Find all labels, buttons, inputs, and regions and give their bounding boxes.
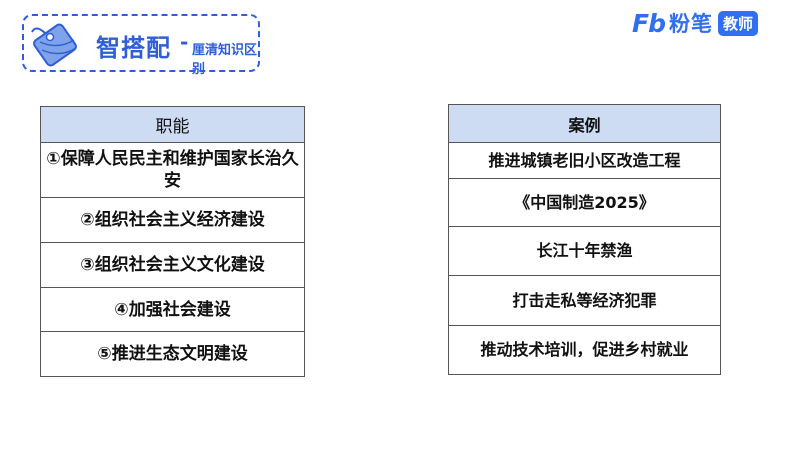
function-row-2: ②组织社会主义经济建设: [41, 198, 304, 243]
function-row-1: ①保障人民民主和维护国家长治久安: [41, 143, 304, 198]
case-row-2: 《中国制造2025》: [449, 179, 720, 227]
function-row-3: ③组织社会主义文化建设: [41, 243, 304, 288]
logo-name: 粉笔: [668, 12, 713, 36]
price-tag-icon: [31, 23, 77, 67]
case-row-1: 推进城镇老旧小区改造工程: [449, 143, 720, 179]
logo-badge: 教师: [717, 10, 758, 36]
title-dash: -: [180, 30, 189, 54]
page-subtitle: 厘清知识区别: [192, 43, 258, 77]
case-row-3: 长江十年禁渔: [449, 227, 720, 276]
cases-header: 案例: [449, 105, 720, 143]
cases-table: 案例 推进城镇老旧小区改造工程 《中国制造2025》 长江十年禁渔 打击走私等经…: [448, 104, 721, 375]
function-row-4: ④加强社会建设: [41, 288, 304, 332]
case-row-4: 打击走私等经济犯罪: [449, 276, 720, 326]
logo-mark: Fb: [632, 8, 666, 38]
function-row-5: ⑤推进生态文明建设: [97, 344, 248, 364]
functions-table: 职能 ①保障人民民主和维护国家长治久安 ②组织社会主义经济建设 ③组织社会主义文…: [40, 106, 305, 377]
title-box: 智搭配 - 厘清知识区别: [22, 14, 260, 77]
brand-logo: Fb 粉笔 教师: [632, 6, 758, 40]
case-row-5: 推动技术培训，促进乡村就业: [480, 340, 689, 359]
functions-header: 职能: [41, 107, 304, 143]
page-title: 智搭配: [96, 34, 171, 62]
